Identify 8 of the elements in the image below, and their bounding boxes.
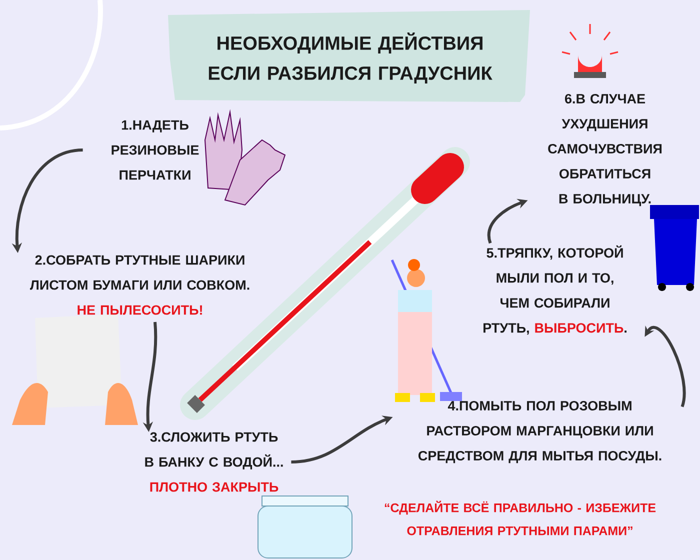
step-text: 2.СОБРАТЬ РТУТНЫЕ ШАРИКИ ЛИСТОМ БУМАГИ ИЛИ СОВКОМ. НЕ ПЫЛЕСОСИТЬ! [30, 255, 250, 315]
step-text: 1.НАДЕТЬ РЕЗИНОВЫЕ ПЕРЧАТКИ [112, 120, 199, 180]
step-text: 3.СЛОЖИТЬ РТУТЬ В БАНКУ С ВОДОЙ... ПЛОТНО ЗАКРЫТЬ [145, 432, 283, 492]
step-text: 4.ПОМЫТЬ ПОЛ РОЗОВЫМ РАСТВОРОМ МАРГАНЦОВКИ ИЛИ СРЕДСТВОМ ДЛЯ МЫТЬЯ ПОСУДЫ. [418, 400, 662, 464]
step-text: 6.В СЛУЧАЕ УХУДШЕНИЯ САМОЧУВСТВИЯ ОБРАТИТЬСЯ В БОЛЬНИЦУ. [548, 94, 662, 206]
quote-text: “СДЕЛАЙТЕ ВСЁ ПРАВИЛЬНО - ИЗБЕЖИТЕ ОТРАВЛЕНИЯ РТУТНЫМИ ПАРАМИ” [384, 500, 656, 536]
step-text: 5.ТРЯПКУ, КОТОРОЙ МЫЛИ ПОЛ И ТО, ЧЕМ СОБИРАЛИ РТУТЬ, ВЫБРОСИТЬ. [484, 245, 626, 335]
title: НЕОБХОДИМЫЕ ДЕЙСТВИЯ ЕСЛИ РАЗБИЛСЯ ГРАДУСНИК [168, 10, 530, 102]
